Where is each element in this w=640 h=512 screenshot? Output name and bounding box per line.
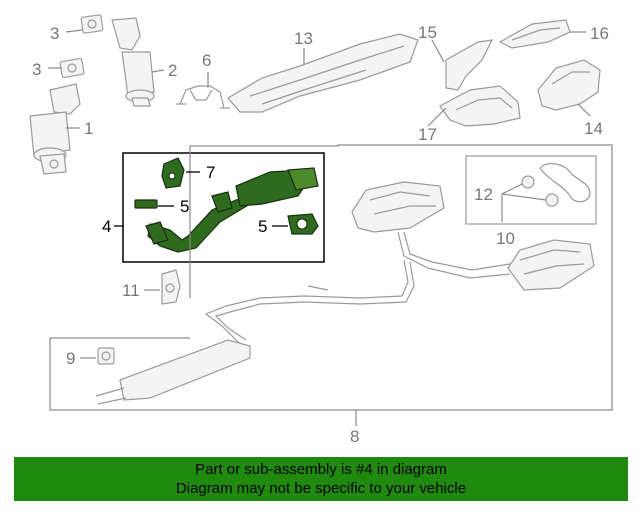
part-4-front-pipe-assembly[interactable]: [145, 167, 319, 253]
part-14-heat-shield[interactable]: [537, 59, 601, 111]
vehicle-notice-banner: Part or sub-assembly is #4 in diagram Di…: [14, 457, 628, 501]
part-16-heat-shield[interactable]: [498, 19, 571, 49]
part-8-outline: [49, 144, 613, 411]
part-12-insulator-small[interactable]: [521, 175, 559, 207]
callout-6: 6: [202, 51, 211, 70]
callout-14: 14: [584, 119, 603, 138]
callout-12: 12: [474, 185, 493, 204]
exhaust-parts-diagram: 3 3 2 1 6 13 15 16 17 14 4 7 5 5 11 9 12…: [29, 14, 613, 446]
callout-11: 11: [122, 281, 140, 300]
part-10-hanger-loop[interactable]: [539, 163, 591, 203]
callout-3-lower: 3: [32, 60, 41, 79]
callout-17: 17: [418, 125, 437, 144]
callout-13: 13: [294, 29, 313, 48]
part-4-callout-box: [122, 152, 325, 263]
part-7-hanger-insulator[interactable]: [161, 157, 185, 189]
part-1-catalytic-converter[interactable]: [29, 83, 81, 175]
callout-5-right: 5: [258, 217, 267, 236]
part-5-gasket-left[interactable]: [134, 199, 158, 209]
part-15-heat-shield-bracket[interactable]: [445, 39, 494, 91]
leader-lines: [48, 29, 591, 359]
part-2-catalytic-converter[interactable]: [111, 17, 155, 107]
callout-5-left: 5: [180, 197, 189, 216]
callout-9: 9: [66, 349, 75, 368]
part-3-gasket-upper[interactable]: [80, 14, 104, 34]
part-9-gasket[interactable]: [97, 347, 115, 365]
callout-10: 10: [496, 229, 515, 248]
part-8-exhaust-system[interactable]: [95, 181, 595, 405]
banner-line-2: Diagram may not be specific to your vehi…: [175, 480, 467, 497]
part-17-heat-shield[interactable]: [439, 85, 521, 127]
callout-3-upper: 3: [50, 24, 59, 43]
callout-4: 4: [102, 217, 111, 236]
banner-line-1: Part or sub-assembly is #4 in diagram: [195, 461, 447, 478]
part-13-heat-shield[interactable]: [227, 33, 419, 113]
callout-2: 2: [168, 61, 177, 80]
part-11-hanger-insulator[interactable]: [161, 269, 181, 305]
part-6-hanger-bracket[interactable]: [176, 85, 230, 109]
callout-1: 1: [84, 119, 93, 138]
part-3-gasket-lower[interactable]: [59, 57, 85, 79]
callout-16: 16: [590, 24, 609, 43]
callout-8: 8: [350, 427, 359, 446]
part-10-inset-box: [465, 155, 597, 225]
part-5-gasket-right[interactable]: [287, 213, 319, 235]
callout-15: 15: [418, 23, 437, 42]
callout-7: 7: [206, 163, 215, 182]
